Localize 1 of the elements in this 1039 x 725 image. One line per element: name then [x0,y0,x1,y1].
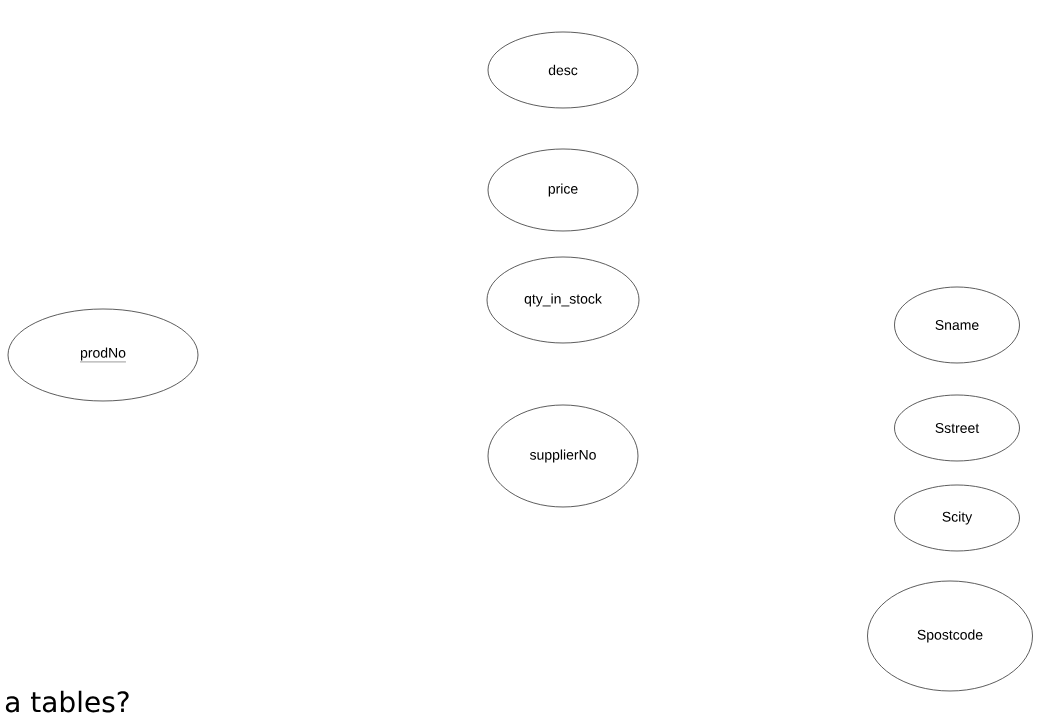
heading-text: a tables? [5,690,129,713]
